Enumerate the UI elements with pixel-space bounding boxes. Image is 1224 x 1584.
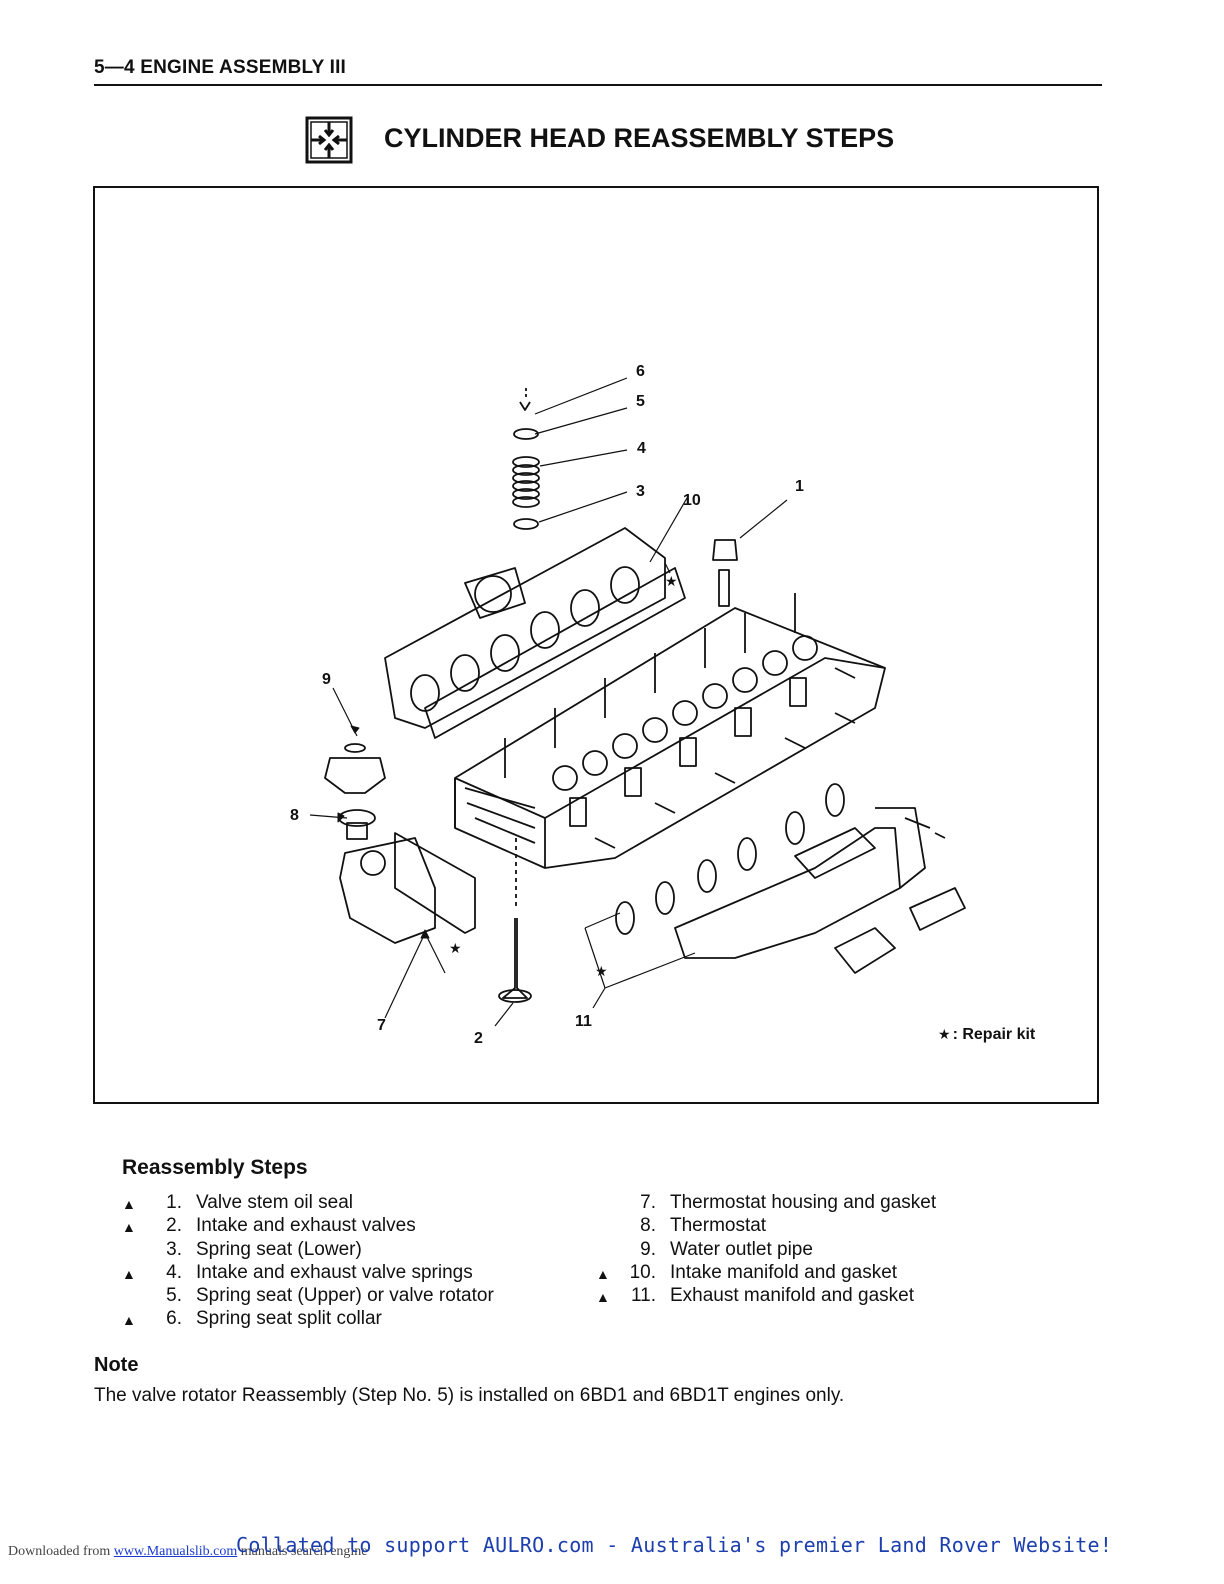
callout-11: 11 [575,1013,592,1030]
valve-spring-stack [512,388,540,530]
note-text: The valve rotator Reassembly (Step No. 5… [94,1385,845,1406]
list-item: ▲ 2. Intake and exhaust valves [122,1214,494,1237]
water-outlet-pipe [324,757,386,794]
triangle-icon [596,1214,622,1237]
header-rule [94,84,1102,86]
step-number: 9. [640,1238,656,1260]
manualslib-link[interactable]: www.Manualslib.com [113,1544,238,1559]
step-text: Thermostat housing and gasket [670,1192,937,1213]
repair-kit-label: : Repair kit [952,1026,1036,1043]
repair-kit-star-10: ★ [665,574,678,590]
step-text: Water outlet pipe [670,1238,813,1260]
triangle-icon: ▲ [596,1265,610,1282]
list-item: 3. Spring seat (Lower) [122,1238,494,1261]
intake-manifold [384,527,666,729]
thermostat-housing [339,837,436,944]
step-number: 3. [166,1238,182,1260]
thermostat-gasket [394,832,476,934]
triangle-icon [596,1191,622,1214]
callout-10: 10 [683,492,701,509]
triangle-icon: ▲ [122,1196,136,1212]
exhaust-gaskets [615,783,966,974]
triangle-icon [122,1238,148,1261]
footer-prefix: Downloaded from [8,1544,114,1559]
exploded-diagram: ★ ★ ★ 6 5 4 3 10 1 9 8 7 2 11 [93,186,1099,1104]
page-title: CYLINDER HEAD REASSEMBLY STEPS [384,123,895,153]
aulro-banner: Collated to support AULRO.com - Australi… [236,1533,1113,1557]
callout-2: 2 [474,1030,483,1047]
triangle-icon: ▲ [122,1312,136,1329]
steps-right-column: 7. Thermostat housing and gasket 8. Thermo… [596,1191,936,1307]
valve [502,918,528,999]
callout-7: 7 [377,1017,386,1034]
footer-suffix: manuals search engine [237,1544,368,1559]
cylinder-head-illustration: ★ ★ ★ [309,377,966,1027]
list-item: ▲ 10. Intake manifold and gasket [596,1261,936,1284]
callout-5: 5 [636,393,645,410]
section-header: 5—4 ENGINE ASSEMBLY III [94,57,347,78]
triangle-icon: ▲ [596,1289,610,1306]
intake-gasket [424,567,686,739]
star-icon: ★ [938,1026,951,1042]
step-number: 2. [166,1215,182,1237]
list-item: ▲ 4. Intake and exhaust valve springs [122,1261,494,1284]
step-text: Intake manifold and gasket [670,1261,898,1283]
cylinder-head-block [454,607,886,869]
step-number: 8. [640,1215,656,1237]
exhaust-manifold [674,827,901,959]
triangle-icon: ▲ [122,1219,136,1236]
list-item: 5. Spring seat (Upper) or valve rotator [122,1284,494,1307]
reassembly-steps-title: Reassembly Steps [122,1156,308,1179]
triangle-icon [596,1238,622,1261]
repair-kit-star-11: ★ [595,964,608,980]
step-number: 10. [629,1261,656,1283]
note-title: Note [94,1354,139,1376]
step-number: 6. [166,1308,182,1330]
list-item: 9. Water outlet pipe [596,1238,936,1261]
repair-kit-legend: ★: Repair kit [938,1026,1035,1044]
reassembly-arrows-icon [305,116,353,164]
list-item: 7. Thermostat housing and gasket [596,1191,936,1214]
step-text: Exhaust manifold and gasket [670,1285,914,1307]
step-number: 5. [166,1285,182,1307]
step-number: 1. [166,1192,182,1213]
triangle-icon: ▲ [122,1265,136,1282]
step-text: Thermostat [670,1215,767,1237]
list-item: ▲ 6. Spring seat split collar [122,1307,494,1330]
list-item: 8. Thermostat [596,1214,936,1237]
callout-3: 3 [636,483,645,500]
callout-1: 1 [795,478,804,495]
callout-6: 6 [636,363,645,380]
callout-4: 4 [637,440,646,457]
valve-stem-seal [712,539,738,561]
step-number: 4. [166,1261,182,1283]
step-number: 7. [640,1192,656,1213]
download-footer: Downloaded from www.Manualslib.com manua… [8,1544,368,1560]
step-text: Spring seat (Lower) [196,1238,362,1260]
steps-left-column: ▲ 1. Valve stem oil seal ▲ 2. Intake and exh… [122,1191,494,1331]
list-item: ▲ 11. Exhaust manifold and gasket [596,1284,936,1307]
step-text: Spring seat (Upper) or valve rotator [196,1285,494,1307]
repair-kit-star-7: ★ [449,941,462,957]
step-number: 11. [630,1285,656,1307]
step-text: Intake and exhaust valves [196,1215,416,1237]
triangle-icon [122,1284,148,1307]
step-text: Spring seat split collar [196,1308,382,1330]
step-text: Intake and exhaust valve springs [196,1261,473,1283]
callout-9: 9 [322,671,331,688]
list-item: ▲ 1. Valve stem oil seal [122,1191,494,1214]
callout-8: 8 [290,807,299,824]
step-text: Valve stem oil seal [196,1192,353,1213]
